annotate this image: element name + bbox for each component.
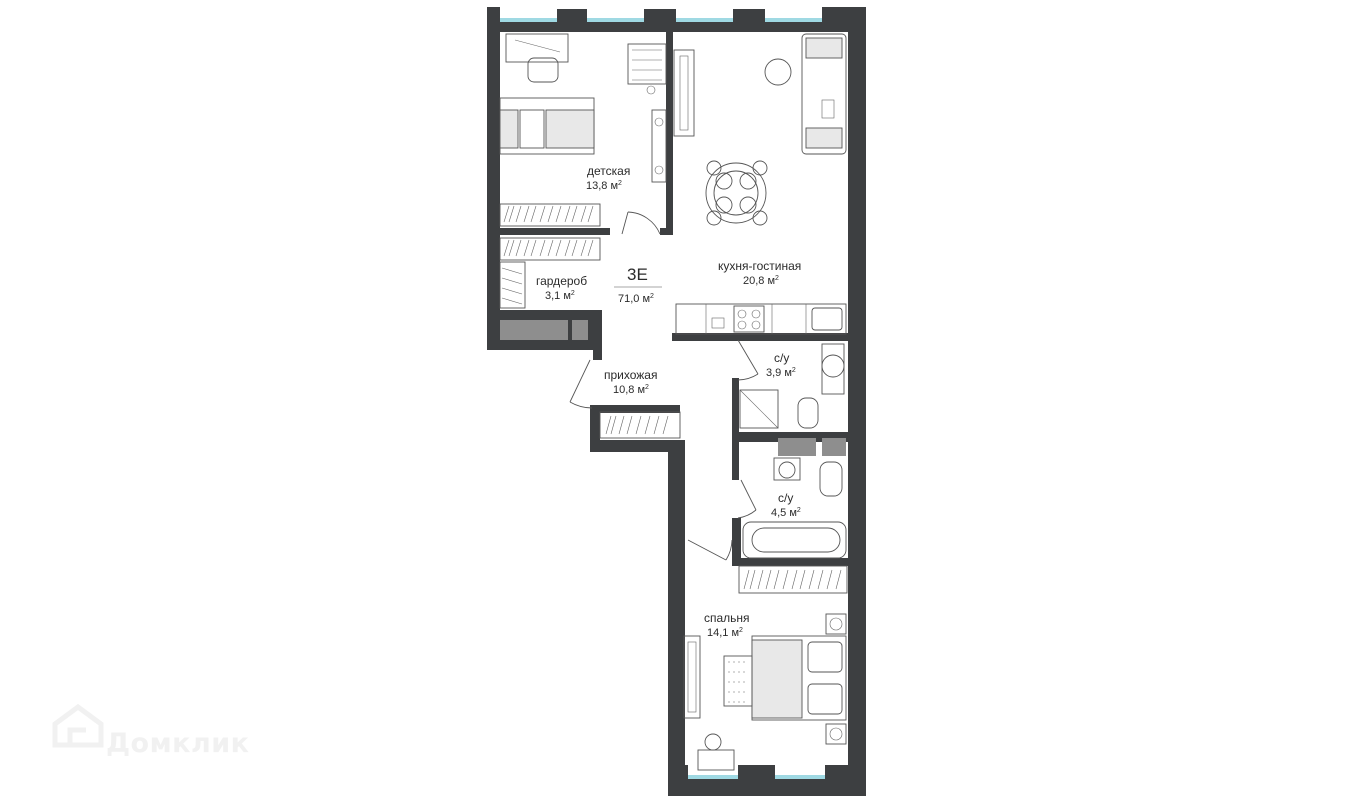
bathroom-fixtures	[739, 343, 847, 559]
apartment-type: 3Е	[627, 265, 648, 284]
room-area-wardrobe: 3,1 м2	[545, 290, 575, 302]
room-labels: детская 13,8 м2 кухня-гостиная 20,8 м2 г…	[536, 164, 801, 639]
room-area-bath2: 4,5 м2	[771, 507, 801, 519]
room-name-hall: прихожая	[604, 368, 657, 382]
room-area-kids: 13,8 м2	[586, 180, 622, 192]
living-furniture	[675, 33, 847, 335]
bedroom-furniture	[683, 613, 847, 771]
shafts	[500, 320, 846, 456]
room-name-wardrobe: гардероб	[536, 274, 587, 288]
room-name-living: кухня-гостиная	[718, 259, 801, 273]
walls	[487, 7, 866, 796]
room-area-living: 20,8 м2	[743, 275, 779, 287]
room-area-bedroom: 14,1 м2	[707, 627, 743, 639]
room-name-kids: детская	[587, 164, 630, 178]
apartment-badge: 3Е 71,0 м2	[614, 265, 662, 305]
room-area-hall: 10,8 м2	[613, 384, 649, 396]
room-name-bedroom: спальня	[704, 611, 750, 625]
watermark: Домклик	[52, 703, 250, 759]
room-name-bath2: с/у	[778, 491, 793, 505]
total-area: 71,0 м2	[618, 293, 654, 305]
kids-room-furniture	[499, 33, 695, 183]
doors	[569, 211, 759, 561]
watermark-text: Домклик	[106, 728, 250, 759]
room-name-bath1: с/у	[774, 351, 789, 365]
room-area-bath1: 3,9 м2	[766, 367, 796, 379]
windows	[500, 18, 825, 779]
wardrobe-shelves	[499, 203, 848, 594]
house-logo-icon	[52, 703, 104, 748]
